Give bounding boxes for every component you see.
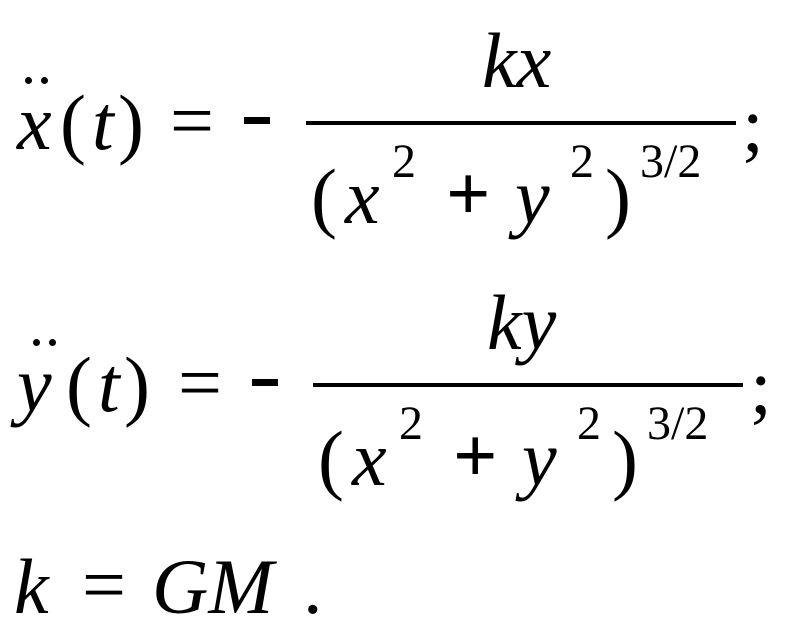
fraction-bar: [313, 383, 743, 387]
rhs-expression: GM: [152, 543, 274, 630]
equals-sign: =: [178, 339, 222, 426]
terminator: ;: [742, 81, 764, 168]
double-dot-left: [33, 339, 40, 346]
lhs-open-paren: (: [66, 341, 92, 428]
denominator-x: x: [345, 153, 380, 240]
double-dot-right: [41, 77, 48, 84]
denominator-close-paren: ): [605, 153, 631, 240]
fraction-bar: [306, 121, 736, 125]
denominator-y-exponent: 2: [570, 135, 594, 188]
denominator-close-paren: ): [612, 415, 638, 502]
lhs-variable: k: [14, 543, 49, 630]
minus-sign: [244, 117, 270, 124]
lhs-argument: t: [98, 341, 120, 428]
numerator: ky: [487, 279, 557, 366]
plus-sign: +: [446, 150, 491, 237]
denominator-exponent: 3/2: [640, 135, 702, 188]
equals-sign: =: [82, 541, 126, 628]
denominator-open-paren: (: [311, 153, 337, 240]
numerator: kx: [482, 17, 552, 104]
denominator-exponent: 3/2: [647, 397, 709, 450]
denominator-x: x: [352, 415, 387, 502]
plus-sign: +: [453, 412, 498, 499]
denominator-x-exponent: 2: [399, 397, 423, 450]
double-dot-right: [49, 339, 56, 346]
lhs-variable: y: [17, 341, 52, 428]
lhs-close-paren: ): [124, 341, 150, 428]
denominator-y-exponent: 2: [577, 397, 601, 450]
lhs-argument: t: [92, 79, 114, 166]
terminator: .: [303, 543, 323, 630]
equals-sign: =: [170, 77, 214, 164]
lhs-open-paren: (: [60, 79, 86, 166]
double-dot-left: [25, 77, 32, 84]
lhs-close-paren: ): [118, 79, 144, 166]
denominator-y: y: [522, 415, 557, 502]
terminator: ;: [750, 343, 772, 430]
minus-sign: [252, 379, 278, 386]
lhs-variable: x: [17, 79, 52, 166]
denominator-y: y: [515, 153, 550, 240]
denominator-x-exponent: 2: [392, 135, 416, 188]
denominator-open-paren: (: [318, 415, 344, 502]
